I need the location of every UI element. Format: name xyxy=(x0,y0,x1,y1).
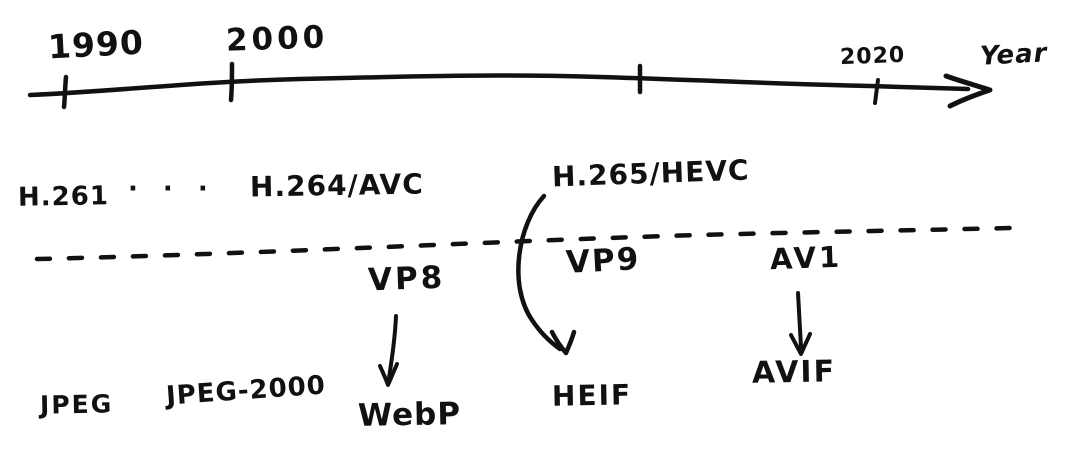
axis-label-year: Year xyxy=(979,38,1049,72)
dashed-separator-line xyxy=(34,225,1013,262)
format-label-jpeg: JPEG xyxy=(39,389,114,420)
tick-2000 xyxy=(228,61,235,103)
codec-label-h264-avc: H.264/AVC xyxy=(249,167,425,204)
codec-label-vp9: VP9 xyxy=(565,241,642,281)
codec-label-av1: AV1 xyxy=(769,239,843,277)
arrow-vp8-to-webp xyxy=(387,314,398,380)
tick-1990 xyxy=(61,74,69,110)
ellipsis-dots: · · · xyxy=(128,174,216,204)
codec-label-h261: H.261 xyxy=(17,181,110,213)
arrow-h265-to-heif-head xyxy=(549,329,577,356)
format-label-avif: AVIF xyxy=(751,354,837,391)
arrow-h265-to-heif xyxy=(516,193,563,352)
tick-label-1990: 1990 xyxy=(47,22,145,67)
codec-label-vp8: VP8 xyxy=(367,259,446,299)
arrow-av1-to-avif-head xyxy=(789,332,812,356)
timeline-axis-line xyxy=(27,73,971,98)
format-label-webp: WebP xyxy=(357,396,462,434)
tick-label-2000: 2000 xyxy=(225,19,329,59)
tick-label-2020: 2020 xyxy=(839,42,906,71)
timeline-axis-arrowhead xyxy=(943,73,993,109)
arrow-av1-to-avif xyxy=(796,291,803,349)
arrow-vp8-to-webp-head xyxy=(378,362,399,387)
tick-2020 xyxy=(873,78,880,105)
format-label-heif: HEIF xyxy=(551,378,633,413)
codec-label-h265-hevc: H.265/HEVC xyxy=(551,153,751,194)
